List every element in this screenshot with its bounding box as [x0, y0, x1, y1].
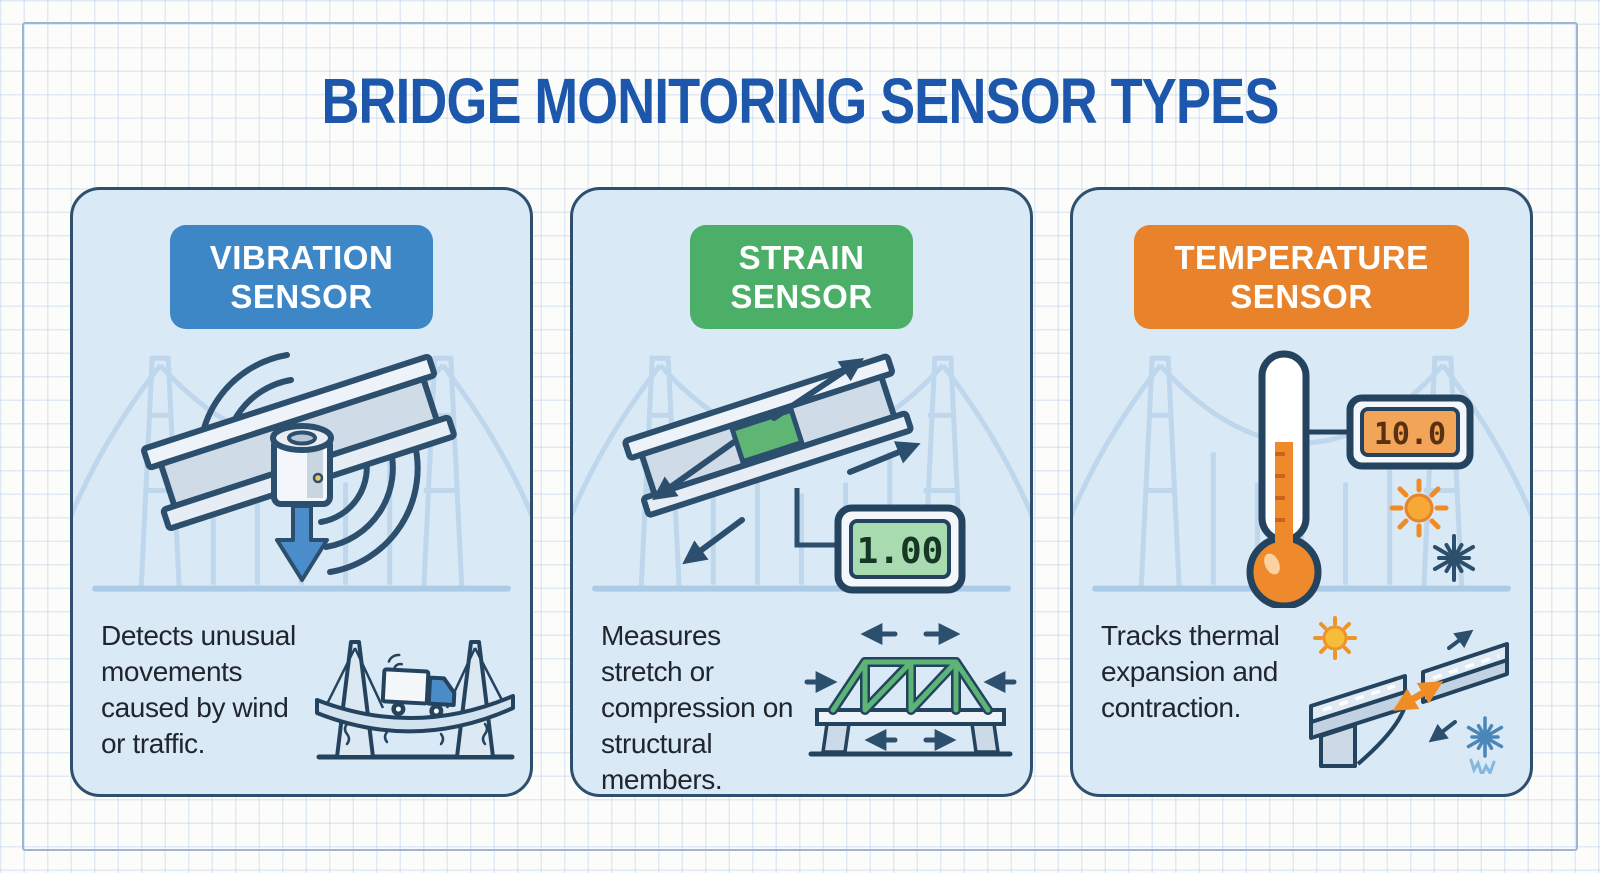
movement-arrows-icon	[1428, 629, 1474, 743]
snowflake-icon	[1432, 534, 1475, 582]
card-strain: STRAIN SENSOR	[570, 187, 1033, 797]
truck-icon	[380, 653, 457, 719]
strain-description: Measures stretch or compression on struc…	[601, 620, 794, 795]
strain-illustration-area: 1.00	[573, 340, 1030, 596]
strain-header: STRAIN SENSOR	[573, 225, 1030, 329]
vibration-sensor-illustration	[140, 352, 457, 582]
strain-sensor-illustration: 1.00	[621, 353, 965, 594]
strain-header-badge: STRAIN SENSOR	[690, 225, 913, 329]
strain-label-line1: STRAIN	[738, 239, 865, 276]
left-deck-slab	[1309, 674, 1407, 768]
temperature-illustration-area: 10.0	[1073, 340, 1530, 608]
vibration-description-row: Detects unusual movements caused by wind…	[101, 610, 518, 780]
truss-bridge-icon	[804, 622, 1017, 757]
vibration-label-line2: SENSOR	[230, 278, 373, 315]
sensor-wire	[794, 488, 838, 548]
sun-icon	[1313, 616, 1357, 660]
snowflake-icon	[1466, 716, 1504, 774]
expansion-joint-icon	[1309, 616, 1509, 774]
bridge-watermark-icon	[1073, 355, 1530, 592]
strain-gauge-icon	[728, 407, 805, 465]
compression-arrows-icon	[804, 622, 1017, 752]
vibration-label-line1: VIBRATION	[209, 239, 394, 276]
temperature-description-row: Tracks thermal expansion and contraction…	[1101, 610, 1518, 780]
expansion-arrow-icon	[1392, 681, 1444, 711]
temperature-description: Tracks thermal expansion and contraction…	[1101, 620, 1280, 723]
truck-on-sagging-bridge-icon	[315, 640, 515, 760]
page-title: BRIDGE MONITORING SENSOR TYPES	[321, 65, 1279, 137]
sun-icon	[1389, 478, 1448, 538]
right-deck-slab	[1421, 642, 1509, 704]
temperature-header-badge: TEMPERATURE SENSOR	[1134, 225, 1469, 329]
thermometer-icon	[1246, 350, 1321, 608]
temperature-label-line2: SENSOR	[1230, 278, 1373, 315]
digital-readout-icon: 10.0	[1346, 394, 1473, 470]
vibration-illustration-area	[73, 340, 530, 596]
vibration-description: Detects unusual movements caused by wind…	[101, 620, 296, 759]
card-vibration: VIBRATION SENSOR	[70, 187, 533, 797]
vibration-header-badge: VIBRATION SENSOR	[169, 225, 434, 329]
card-temperature: TEMPERATURE SENSOR	[1070, 187, 1533, 797]
strain-label-line2: SENSOR	[730, 278, 873, 315]
strain-description-row: Measures stretch or compression on struc…	[601, 610, 1018, 794]
sensor-cards-row: VIBRATION SENSOR	[70, 187, 1533, 797]
down-arrow-icon	[274, 504, 329, 582]
temperature-display-value: 10.0	[1373, 417, 1445, 452]
temperature-sensor-illustration: 10.0	[1246, 350, 1475, 608]
temperature-label-line1: TEMPERATURE	[1174, 239, 1429, 276]
temperature-header: TEMPERATURE SENSOR	[1073, 225, 1530, 329]
digital-readout-icon: 1.00	[834, 504, 965, 594]
vibration-header: VIBRATION SENSOR	[73, 225, 530, 329]
stretch-arrows-icon	[651, 358, 921, 565]
sensor-device-icon	[269, 423, 334, 507]
strain-display-value: 1.00	[856, 531, 943, 572]
